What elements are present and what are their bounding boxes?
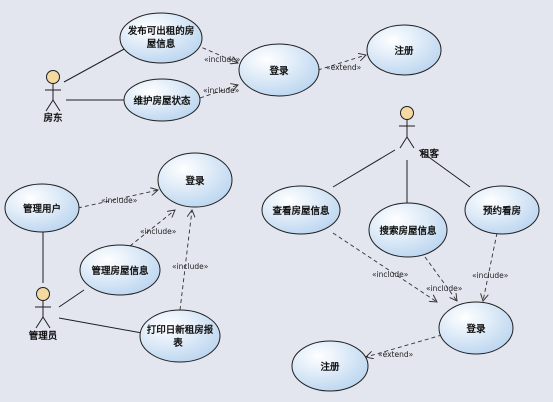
use-case-register-bottom[interactable]: 注册 — [291, 340, 369, 392]
label-extend-top: «extend» — [326, 63, 362, 72]
actor-tenant-icon — [399, 106, 415, 149]
dep-login-register-top — [317, 55, 366, 71]
use-case-login-top[interactable]: 登录 — [238, 43, 320, 97]
label-include-houses: «include» — [140, 227, 177, 236]
label-include-print: «include» — [172, 262, 209, 271]
actor-admin-icon — [35, 287, 51, 329]
use-case-search-house-label: 搜索房屋信息 — [379, 225, 437, 237]
dep-houses-login — [129, 210, 175, 247]
use-case-print-report-label-2: 表 — [172, 337, 183, 349]
dep-print-login — [179, 210, 192, 311]
use-case-publish-label-1: 发布可出租的房 — [127, 25, 195, 37]
label-extend-bottom: «extend» — [378, 350, 414, 359]
assoc-admin-houses — [58, 289, 85, 308]
use-case-login-left-label: 登录 — [184, 175, 205, 187]
use-case-book-viewing-label: 预约看房 — [483, 205, 521, 217]
use-case-register-top[interactable]: 注册 — [366, 24, 442, 76]
assoc-tenant-book — [418, 149, 471, 188]
actor-tenant[interactable]: 租客 — [399, 106, 440, 161]
use-case-login-top-label: 登录 — [268, 65, 289, 77]
assoc-tenant-view — [332, 149, 396, 188]
use-case-register-top-label: 注册 — [394, 45, 414, 57]
use-case-manage-users-label: 管理用户 — [23, 203, 61, 215]
assoc-landlord-publish — [63, 47, 127, 83]
dep-login-register-bottom — [366, 334, 443, 357]
label-include-maintain: «include» — [203, 86, 240, 95]
assoc-admin-print — [58, 317, 143, 334]
actor-landlord[interactable]: 房东 — [43, 70, 63, 125]
use-case-print-report[interactable]: 打印日新租房报 表 — [139, 309, 221, 363]
use-case-maintain-status[interactable]: 维护房屋状态 — [123, 78, 201, 122]
use-case-view-house-label: 查看房屋信息 — [271, 205, 330, 217]
actor-admin[interactable]: 管理员 — [29, 287, 58, 343]
use-case-manage-houses[interactable]: 管理房屋信息 — [79, 244, 161, 296]
dep-search-login — [424, 256, 457, 301]
use-case-register-bottom-label: 注册 — [320, 361, 340, 373]
label-include-users: «include» — [101, 196, 138, 205]
label-include-book: «include» — [472, 271, 509, 280]
use-case-search-house[interactable]: 搜索房屋信息 — [368, 202, 448, 258]
label-include-publish: «include» — [204, 55, 241, 64]
actor-admin-label: 管理员 — [29, 330, 58, 342]
dep-book-login — [483, 232, 498, 301]
use-case-publish-label-2: 屋信息 — [147, 38, 176, 50]
use-case-book-viewing[interactable]: 预约看房 — [464, 185, 540, 235]
use-case-login-bottom-label: 登录 — [465, 323, 486, 335]
use-case-login-left[interactable]: 登录 — [157, 152, 233, 208]
use-case-manage-houses-label: 管理房屋信息 — [91, 265, 149, 277]
label-include-search: «include» — [426, 284, 463, 293]
use-case-manage-users[interactable]: 管理用户 — [4, 183, 80, 233]
use-case-publish[interactable]: 发布可出租的房 屋信息 — [119, 12, 203, 64]
actor-landlord-label: 房东 — [43, 112, 63, 124]
actor-tenant-label: 租客 — [420, 148, 440, 160]
actor-landlord-icon — [45, 70, 61, 112]
use-case-print-report-label-1: 打印日新租房报 — [147, 324, 214, 336]
dep-publish-login — [195, 44, 238, 63]
use-case-login-bottom[interactable]: 登录 — [438, 301, 514, 355]
use-case-view-house[interactable]: 查看房屋信息 — [261, 185, 341, 235]
label-include-view: «include» — [372, 270, 409, 279]
use-case-maintain-status-label: 维护房屋状态 — [133, 95, 191, 107]
